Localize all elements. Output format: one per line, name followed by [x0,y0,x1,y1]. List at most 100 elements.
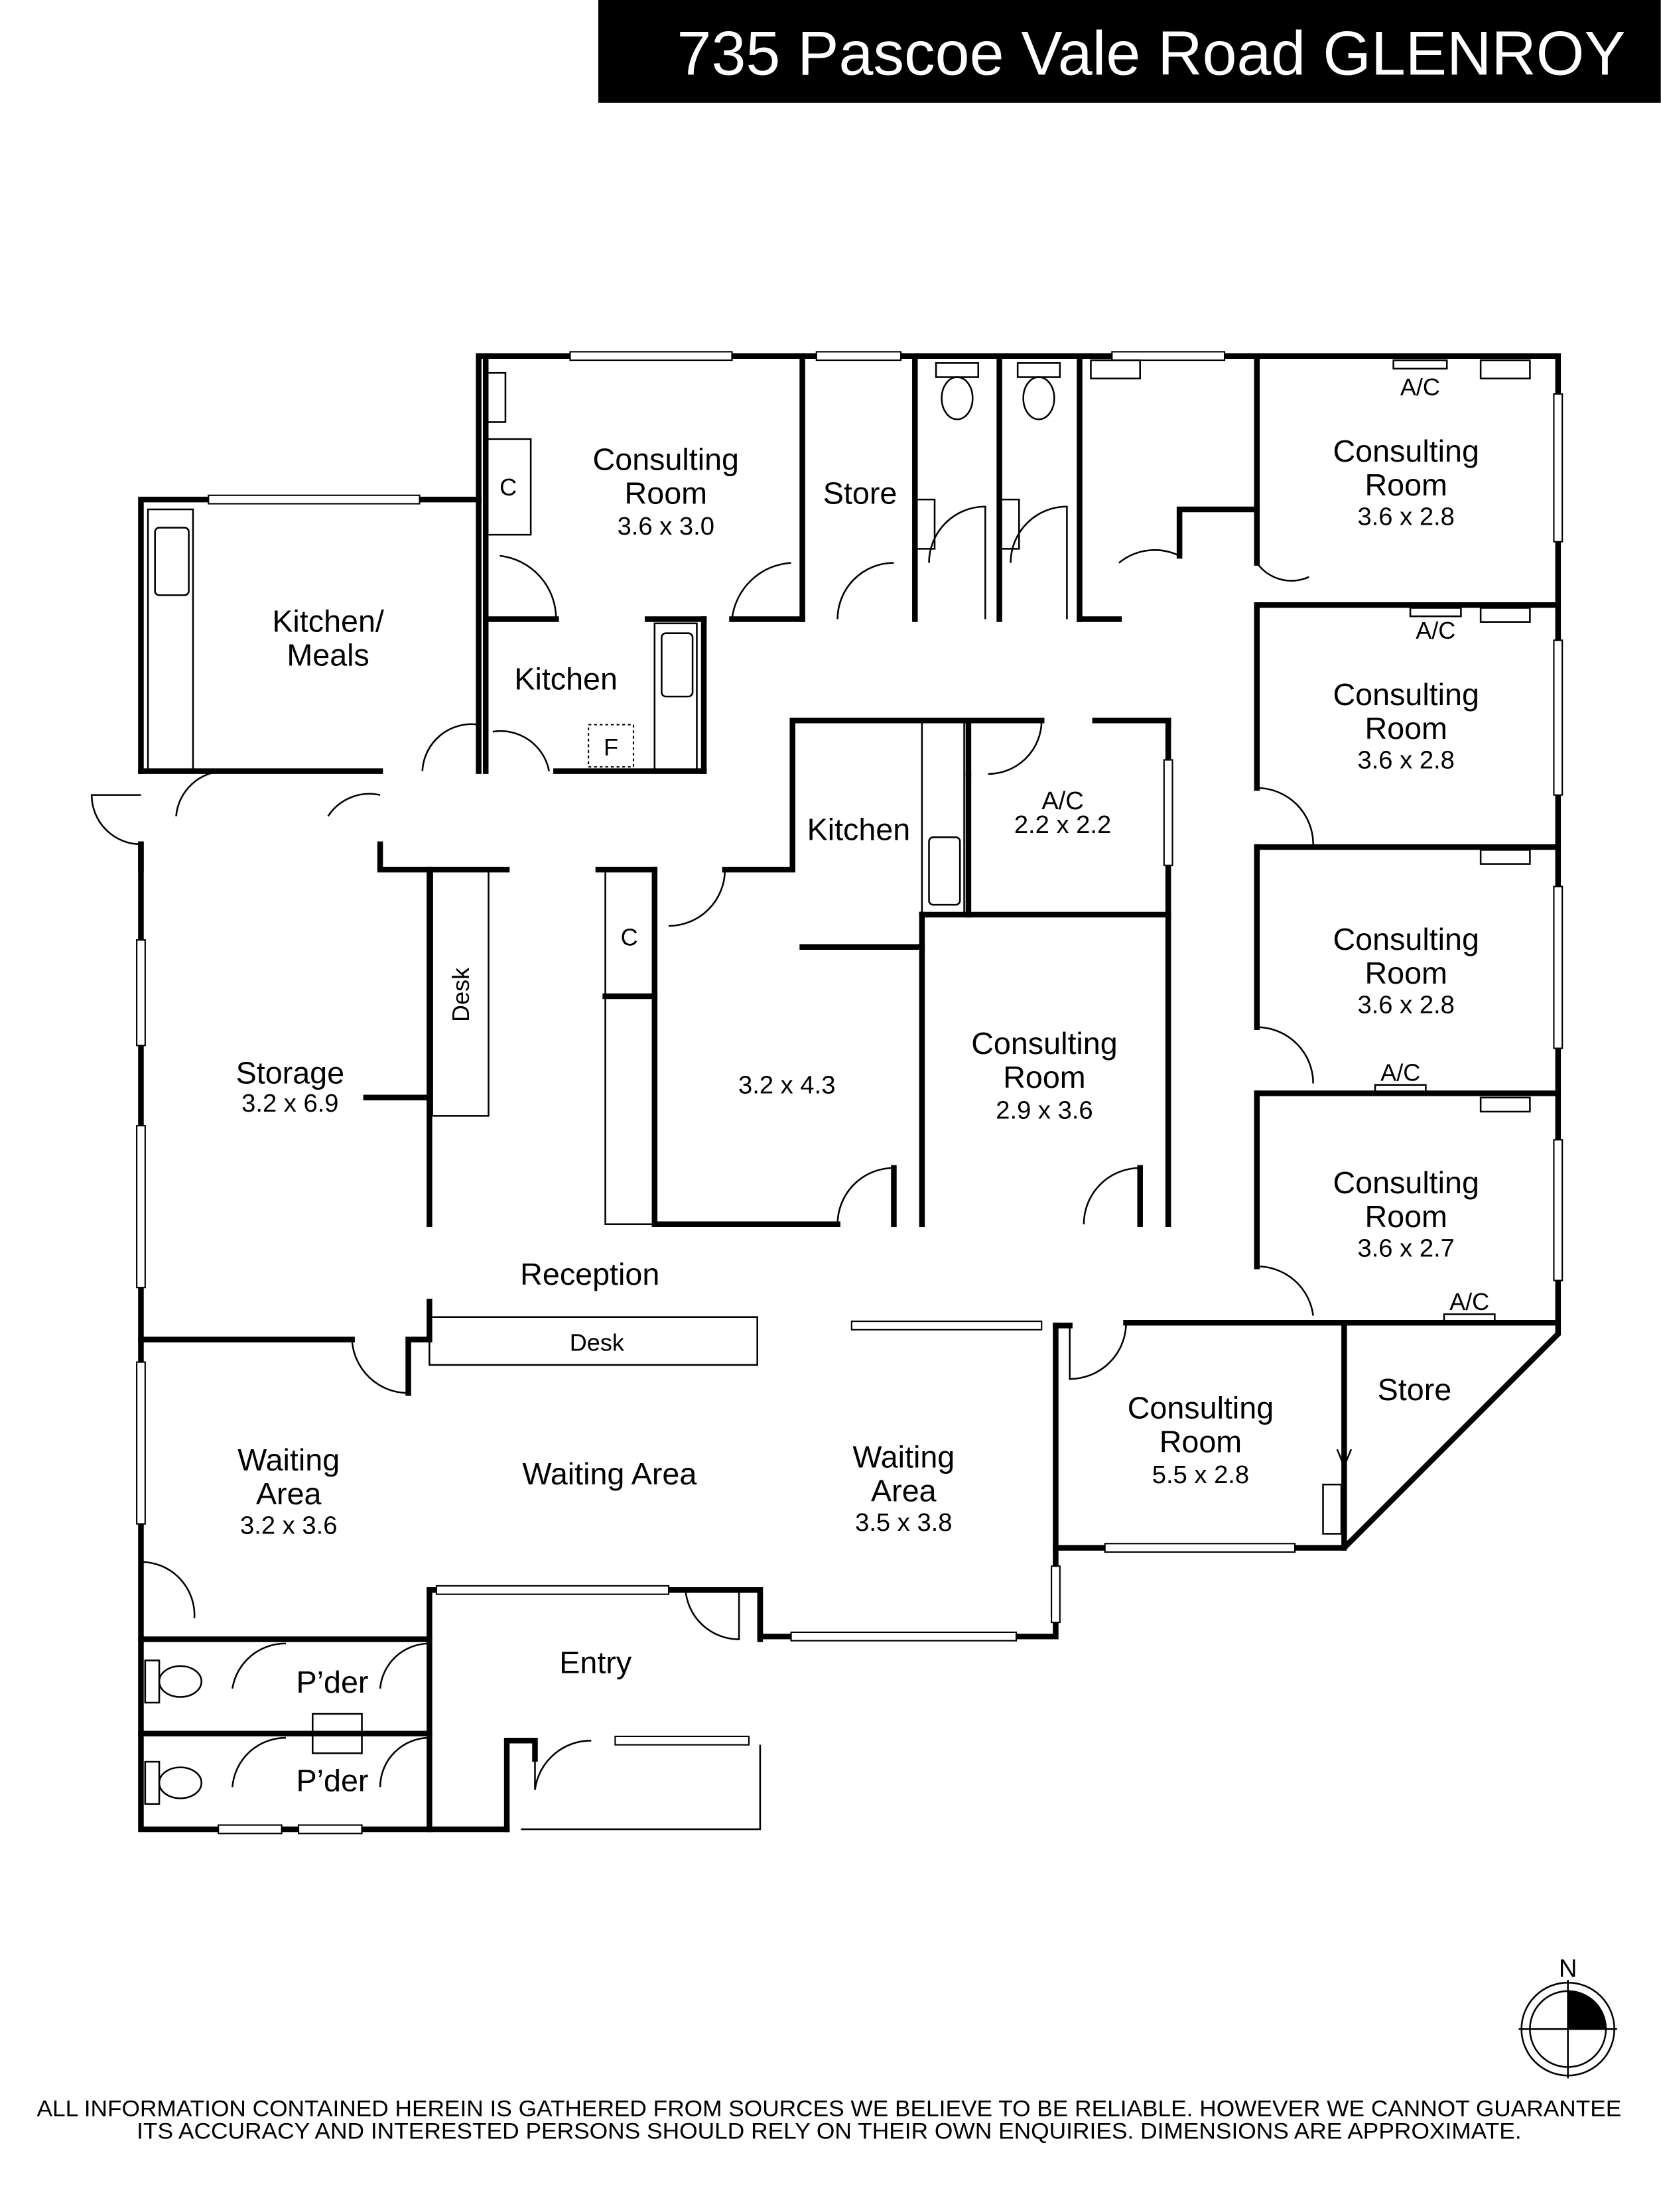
room-label: Storage [236,1056,344,1090]
door[interactable] [1118,549,1180,564]
ac-label: A/C [1449,1288,1489,1315]
basin-icon [484,371,507,423]
room-label: 3.6 x 2.8 [1357,746,1454,774]
ac-label: A/C [1416,617,1455,644]
basin-icon [312,1713,363,1754]
cupboard [484,438,532,536]
window [1553,393,1563,543]
door[interactable] [232,1736,430,1788]
window [790,1631,1018,1642]
sink-icon [928,836,961,906]
window [1553,639,1563,796]
room-label: 3.6 x 2.8 [1357,990,1454,1019]
door[interactable] [141,1561,196,1618]
room-label: Room [1364,956,1447,990]
toilet-icon [144,1760,202,1805]
window [208,494,421,505]
room-label: 2.9 x 3.6 [996,1096,1093,1125]
bench [147,508,194,771]
doors [90,505,1314,1790]
room-label: Area [256,1476,322,1511]
door[interactable] [928,505,986,619]
window [569,351,733,361]
room-label: Consulting [1333,434,1479,468]
door[interactable] [1256,1026,1314,1084]
door[interactable] [669,870,726,927]
room-labels: Consulting Room 3.6 x 3.0 Store Kitchen/… [236,434,1479,1798]
door[interactable] [232,1642,430,1689]
bench [921,719,965,916]
basin-icon [998,498,1020,550]
window [1553,885,1563,1049]
window [1051,1565,1061,1624]
room-entry: Entry [559,1645,632,1679]
basin-icon [1479,1096,1531,1113]
basin-icon [1479,849,1531,865]
door[interactable] [499,554,557,619]
sink-icon [661,632,694,698]
door[interactable] [836,562,894,619]
room-label: Consulting [971,1026,1117,1061]
room-label: 3.5 x 3.8 [855,1508,952,1537]
disclaimer-line-1: ALL INFORMATION CONTAINED HEREIN IS GATH… [36,2097,1621,2122]
room-label: 5.5 x 2.8 [1152,1461,1249,1489]
window [435,1585,670,1595]
window [136,1361,146,1525]
fridge-label: F [604,734,618,761]
room-store-n: Store [823,476,897,510]
room-label: Consulting [1333,922,1479,956]
door[interactable] [175,770,381,817]
door[interactable] [421,723,550,771]
door[interactable] [685,1590,740,1640]
room-label: Area [871,1474,937,1508]
basin-icon [914,498,936,550]
room-mid-dim: 3.2 x 4.3 [738,1071,835,1099]
door[interactable] [534,1740,592,1790]
room-label: Kitchen/ [272,604,384,639]
room-store-se: Store [1378,1372,1452,1407]
door[interactable] [1256,562,1309,582]
door[interactable] [836,1167,894,1224]
door[interactable] [1010,505,1068,619]
door[interactable] [731,562,791,619]
room-pder-1: P’der [297,1665,369,1699]
fixtures: C F C Desk Desk A/C A/C A/C [144,359,1531,1805]
ac-unit-icon [1392,359,1448,370]
door[interactable] [988,720,1043,775]
compass-icon: N [1518,1955,1617,2079]
window [218,1824,283,1835]
room-label: 3.2 x 3.6 [240,1511,337,1539]
room-label: Consulting [1333,677,1479,712]
window [136,939,146,1047]
compass-north-label: N [1559,1955,1577,1983]
window [1553,1139,1563,1281]
window [136,1125,146,1289]
room-label: Room [1364,711,1447,746]
arrow-icon [1336,1329,1353,1468]
room-kitchen-mid: Kitchen [807,813,911,847]
door[interactable] [351,1339,409,1394]
room-kitchen-meals: Kitchen/ Meals [272,604,384,673]
cupboard-label: C [499,474,517,501]
door[interactable] [1256,787,1314,844]
room-label: Consulting [1128,1390,1274,1425]
room-waiting-e: Waiting Area 3.5 x 3.8 [852,1440,955,1537]
room-waiting-w: Waiting Area 3.2 x 3.6 [237,1443,340,1539]
door[interactable] [1083,1167,1140,1224]
room-consulting-e3: Consulting Room 3.6 x 2.8 [1333,922,1479,1019]
window [1111,351,1226,361]
window [614,1735,750,1746]
door[interactable] [1069,1325,1127,1380]
exterior-door[interactable] [90,794,141,846]
room-pder-2: P’der [297,1764,369,1798]
room-label: 3.6 x 3.0 [618,512,714,541]
reception-desk [429,1316,758,1366]
toilet-icon [1016,362,1061,421]
desk-label: Desk [570,1329,625,1356]
toilet-icon [144,1659,202,1704]
room-label: 2.2 x 2.2 [1014,811,1111,839]
room-consulting-e4: Consulting Room 3.6 x 2.7 [1333,1165,1479,1262]
header-bar [598,0,1661,103]
door[interactable] [1256,1266,1314,1316]
